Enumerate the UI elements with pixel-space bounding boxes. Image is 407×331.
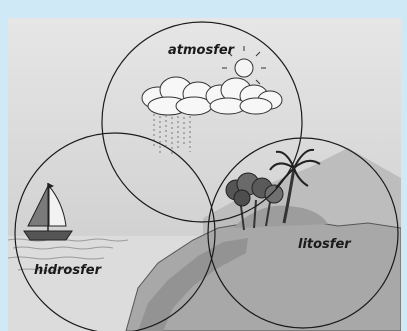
lithosphere-label: litosfer [298, 237, 352, 252]
clouds [141, 76, 283, 116]
atmosphere-circle [101, 21, 303, 223]
venn-diagram-scene: atmosfer hidrosfer litosfer [8, 18, 401, 331]
water-waves [8, 238, 129, 272]
hydrosphere-label: hidrosfer [34, 263, 103, 278]
lithosphere-circle [207, 137, 399, 329]
atmosphere-label: atmosfer [168, 43, 236, 58]
cliff-shading [138, 238, 248, 331]
rain [153, 114, 191, 156]
venn-diagram: atmosfer hidrosfer litosfer [8, 18, 401, 331]
hydrosphere-circle [14, 132, 216, 331]
sailboat [23, 183, 73, 241]
hill [233, 205, 328, 228]
